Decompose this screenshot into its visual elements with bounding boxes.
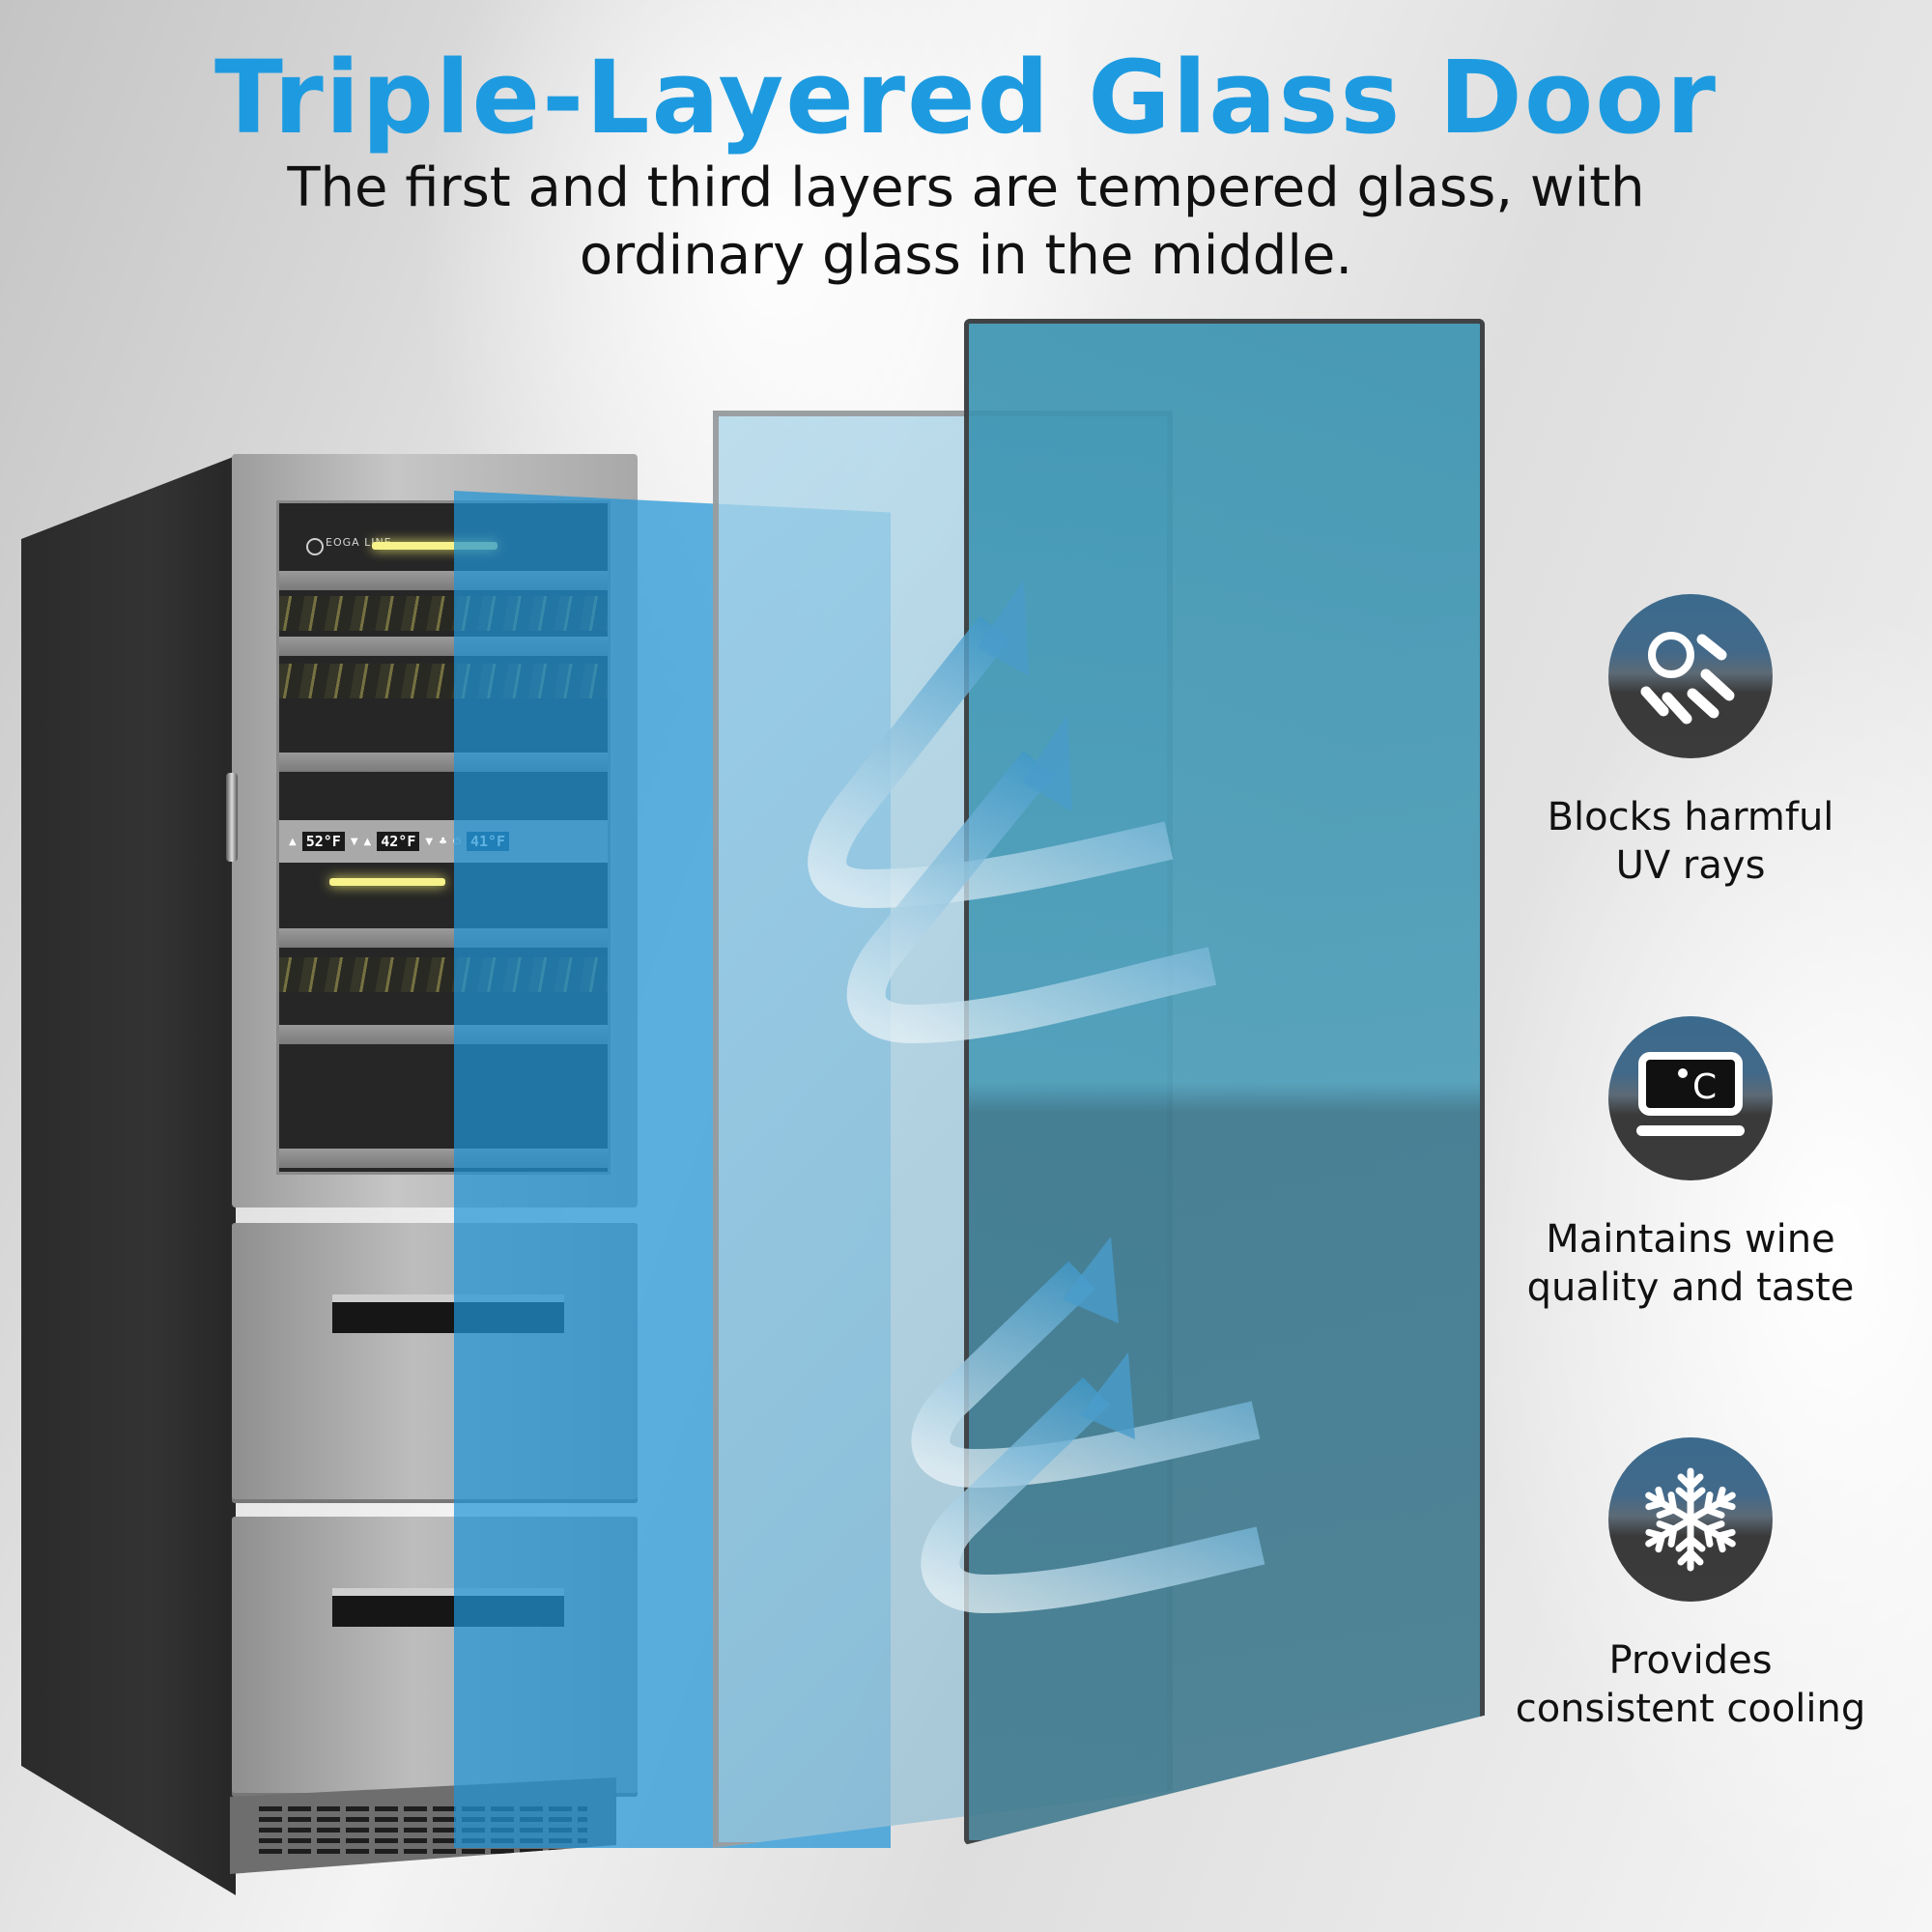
temp-up-icon[interactable]: ▲ (363, 836, 372, 847)
led-light-top (372, 542, 497, 550)
glass-layer-third-tempered (964, 319, 1485, 1845)
light-icon[interactable]: ♣ (439, 836, 448, 847)
brand-logo-icon (306, 538, 324, 555)
feature-label-line-2: consistent cooling (1515, 1687, 1866, 1731)
temp-down-icon[interactable]: ▼ (350, 836, 358, 847)
feature-wine-quality: C Maintains wine quality and taste (1478, 1016, 1903, 1312)
fridge-side-panel (21, 456, 236, 1895)
feature-label: Maintains wine quality and taste (1478, 1215, 1903, 1312)
wine-fridge-illustration: EOGA LINE ▲ 52°F ▼ ▲ 42°F ▼ ♣ ⏻ 41°F (0, 0, 676, 1932)
svg-text:C: C (1692, 1067, 1717, 1107)
subtitle-line-2: ordinary glass in the middle. (579, 224, 1353, 287)
feature-label: Blocks harmful UV rays (1478, 793, 1903, 890)
temp-up-icon[interactable]: ▲ (289, 836, 297, 847)
led-light-bottom (329, 878, 445, 886)
page-title: Triple-Layered Glass Door (213, 39, 1719, 156)
red-zone-temp: 42°F (377, 832, 420, 851)
feature-label-line-2: UV rays (1615, 843, 1766, 888)
feature-uv-protection: Blocks harmful UV rays (1478, 594, 1903, 890)
feature-consistent-cooling: Provides consistent cooling (1478, 1437, 1903, 1733)
feature-label-line-1: Provides (1608, 1638, 1773, 1683)
page-subtitle: The first and third layers are tempered … (193, 155, 1739, 290)
feature-label-line-1: Maintains wine (1546, 1217, 1835, 1262)
subtitle-line-1: The first and third layers are tempered … (287, 156, 1645, 219)
door-handle (226, 773, 238, 862)
feature-label-line-1: Blocks harmful (1547, 795, 1834, 839)
snowflake-icon (1608, 1437, 1773, 1602)
white-zone-temp: 52°F (301, 832, 345, 851)
feature-label: Provides consistent cooling (1478, 1636, 1903, 1733)
temp-down-icon[interactable]: ▼ (425, 836, 434, 847)
feature-label-line-2: quality and taste (1526, 1265, 1855, 1310)
uv-rays-icon (1608, 594, 1773, 758)
temperature-display-icon: C (1608, 1016, 1773, 1180)
fridge-front: EOGA LINE ▲ 52°F ▼ ▲ 42°F ▼ ♣ ⏻ 41°F (226, 454, 638, 1913)
